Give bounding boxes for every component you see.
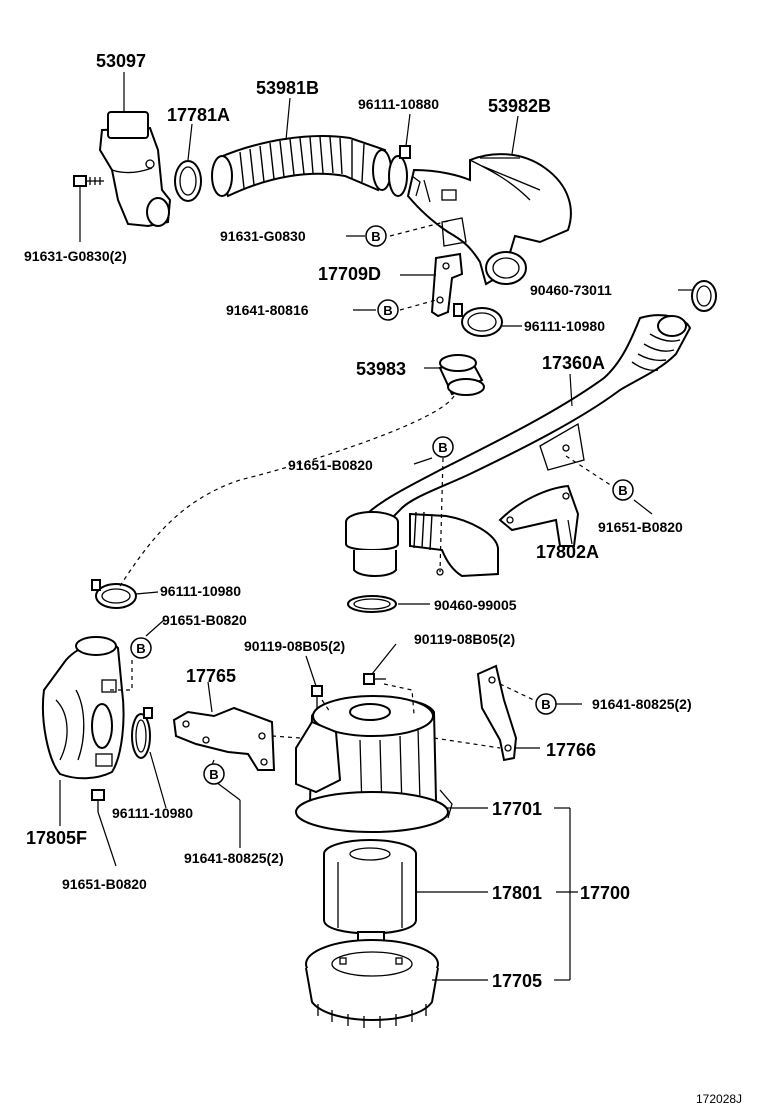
bracket-17802a: [498, 484, 580, 547]
figure-id: 172028J: [696, 1092, 742, 1106]
label-91641-80825-2-a: 91641-80825(2): [592, 696, 692, 712]
air-cleaner-cap-17701: [295, 695, 453, 833]
svg-text:B: B: [618, 483, 627, 498]
label-96111-10980-a: 96111-10980: [524, 318, 605, 334]
label-17802a: 17802A: [536, 542, 599, 562]
label-17705: 17705: [492, 971, 542, 991]
svg-text:B: B: [383, 303, 392, 318]
pipe-elbow-lower: [345, 511, 499, 578]
hose-53981b-ribs: [239, 136, 365, 189]
clamp-96111-10980-lower: [131, 707, 153, 759]
marker-b-3: B: [432, 436, 454, 458]
label-17805f: 17805F: [26, 828, 87, 848]
clamp-90460-73011: [691, 280, 717, 312]
label-53983: 53983: [356, 359, 406, 379]
screw-90119-08b05-left: [311, 685, 323, 708]
pipe-17360a-ribs: [631, 333, 681, 372]
label-91641-80816: 91641-80816: [226, 302, 309, 318]
label-17709d: 17709D: [318, 264, 381, 284]
bracket-17765: [172, 706, 276, 771]
label-91631-g0830-2: 91631-G0830(2): [24, 248, 127, 264]
marker-b-7: B: [203, 763, 225, 785]
leader-lines: [59, 72, 694, 981]
marker-b-2: B: [377, 299, 399, 321]
bracket-17766: [476, 664, 518, 762]
svg-text:B: B: [438, 440, 447, 455]
clamp-17781a: [174, 160, 202, 202]
label-17801: 17801: [492, 883, 542, 903]
air-flow-meter-53097: [98, 111, 172, 228]
label-90460-73011: 90460-73011: [530, 282, 612, 298]
label-91651-b0820-c: 91651-B0820: [162, 612, 247, 628]
label-96111-10980-b: 96111-10980: [160, 583, 241, 599]
clamp-96111-10980-middle: [91, 579, 137, 609]
air-cleaner-case-17705: [305, 931, 439, 1028]
marker-b-1: B: [365, 225, 387, 247]
label-96111-10980-c: 96111-10980: [112, 805, 193, 821]
marker-b-6: B: [535, 693, 557, 715]
hose-53981b: [211, 135, 392, 198]
silencer-17805f: [41, 636, 125, 780]
label-91641-80825-2-b: 91641-80825(2): [184, 850, 284, 866]
label-96111-10880: 96111-10880: [358, 96, 439, 112]
svg-text:B: B: [209, 767, 218, 782]
label-91651-b0820-b: 91651-B0820: [598, 519, 683, 535]
assembly-dashed-lines: [106, 219, 613, 771]
label-90119-08b05-2-b: 90119-08B05(2): [414, 631, 515, 647]
duct-53982b: [406, 153, 572, 286]
label-17766: 17766: [546, 740, 596, 760]
bolt-91631-g0830-left: [73, 175, 104, 187]
clamp-90460-99005: [347, 595, 397, 613]
label-17701: 17701: [492, 799, 542, 819]
svg-text:B: B: [136, 641, 145, 656]
svg-text:B: B: [541, 697, 550, 712]
label-91651-b0820-a: 91651-B0820: [288, 457, 373, 473]
clamp-96111-10980-upper: [453, 303, 503, 337]
bolt-91651-b0820-lower: [91, 789, 105, 812]
svg-text:B: B: [371, 229, 380, 244]
label-90460-99005: 90460-99005: [434, 597, 517, 613]
label-17700: 17700: [580, 883, 630, 903]
pipe-17360a: [358, 314, 692, 532]
label-53097: 53097: [96, 51, 146, 71]
label-53982b: 53982B: [488, 96, 551, 116]
label-90119-08b05-2-a: 90119-08B05(2): [244, 638, 345, 654]
label-17765: 17765: [186, 666, 236, 686]
label-91651-b0820-d: 91651-B0820: [62, 876, 147, 892]
label-91631-g0830: 91631-G0830: [220, 228, 306, 244]
bracket-17709d: [430, 217, 467, 318]
label-53981b: 53981B: [256, 78, 319, 98]
filter-element-17801: [323, 839, 417, 935]
marker-b-4: B: [612, 479, 634, 501]
marker-b-5: B: [130, 637, 152, 659]
label-17781a: 17781A: [167, 105, 230, 125]
clamp-96111-10880: [388, 145, 411, 197]
sleeve-53983: [438, 354, 485, 396]
screw-90119-08b05-right: [363, 673, 386, 685]
label-17360a: 17360A: [542, 353, 605, 373]
